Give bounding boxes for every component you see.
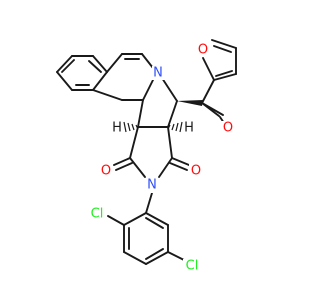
bond [129, 126, 139, 159]
bond [141, 53, 154, 69]
bond [106, 53, 123, 73]
bond [115, 162, 133, 171]
bond [92, 89, 123, 101]
bond [123, 212, 147, 226]
wedge-bond [177, 100, 203, 106]
bond [56, 55, 73, 73]
oxygen-furan-label: O [198, 43, 208, 58]
bond [167, 100, 178, 128]
hash-bond-right [167, 121, 183, 133]
bond [167, 126, 173, 159]
oxygen-imide-right-label: O [191, 164, 201, 179]
chlorine-meta-label: Cl [186, 259, 199, 274]
bond [213, 45, 232, 53]
bond [56, 71, 73, 91]
bond [92, 55, 108, 73]
bonds [56, 39, 237, 265]
bond [213, 73, 237, 81]
hydrogen-left-label: H [112, 121, 122, 136]
molecule-structure: N N O O O O Cl Cl H H [56, 39, 237, 274]
oxygen-ketone-label: O [223, 121, 233, 136]
stereo-bonds [123, 100, 203, 133]
bond [61, 59, 75, 73]
bond [215, 70, 233, 77]
bond [113, 157, 131, 166]
bond [145, 212, 169, 226]
hydrogen-right-label: H [184, 121, 194, 136]
bond [145, 251, 169, 265]
molecule-diagram: N N O O O O Cl Cl H H [56, 39, 237, 274]
bond [137, 99, 144, 128]
bond [129, 157, 146, 178]
bond [142, 79, 154, 101]
bond [145, 217, 164, 229]
bond [171, 157, 190, 166]
nitrogen-imide-label: N [147, 178, 157, 193]
bond [145, 248, 164, 260]
bond [169, 162, 188, 171]
bond [158, 157, 173, 178]
bond [92, 71, 108, 91]
bond [123, 251, 147, 265]
bond [145, 192, 153, 214]
bond [88, 60, 102, 73]
nitrogen-ring-label: N [153, 66, 163, 81]
bond [211, 39, 237, 49]
bond [167, 251, 185, 261]
chlorine-ortho-label: Cl [91, 207, 104, 222]
atom-labels: N N O O O O Cl Cl H H [88, 43, 235, 274]
oxygen-imide-left-label: O [101, 164, 111, 179]
bond [202, 57, 215, 81]
bond [201, 79, 215, 104]
bond [107, 215, 125, 226]
bond [201, 102, 220, 117]
hash-bond-left [123, 121, 139, 133]
bond [161, 77, 178, 102]
